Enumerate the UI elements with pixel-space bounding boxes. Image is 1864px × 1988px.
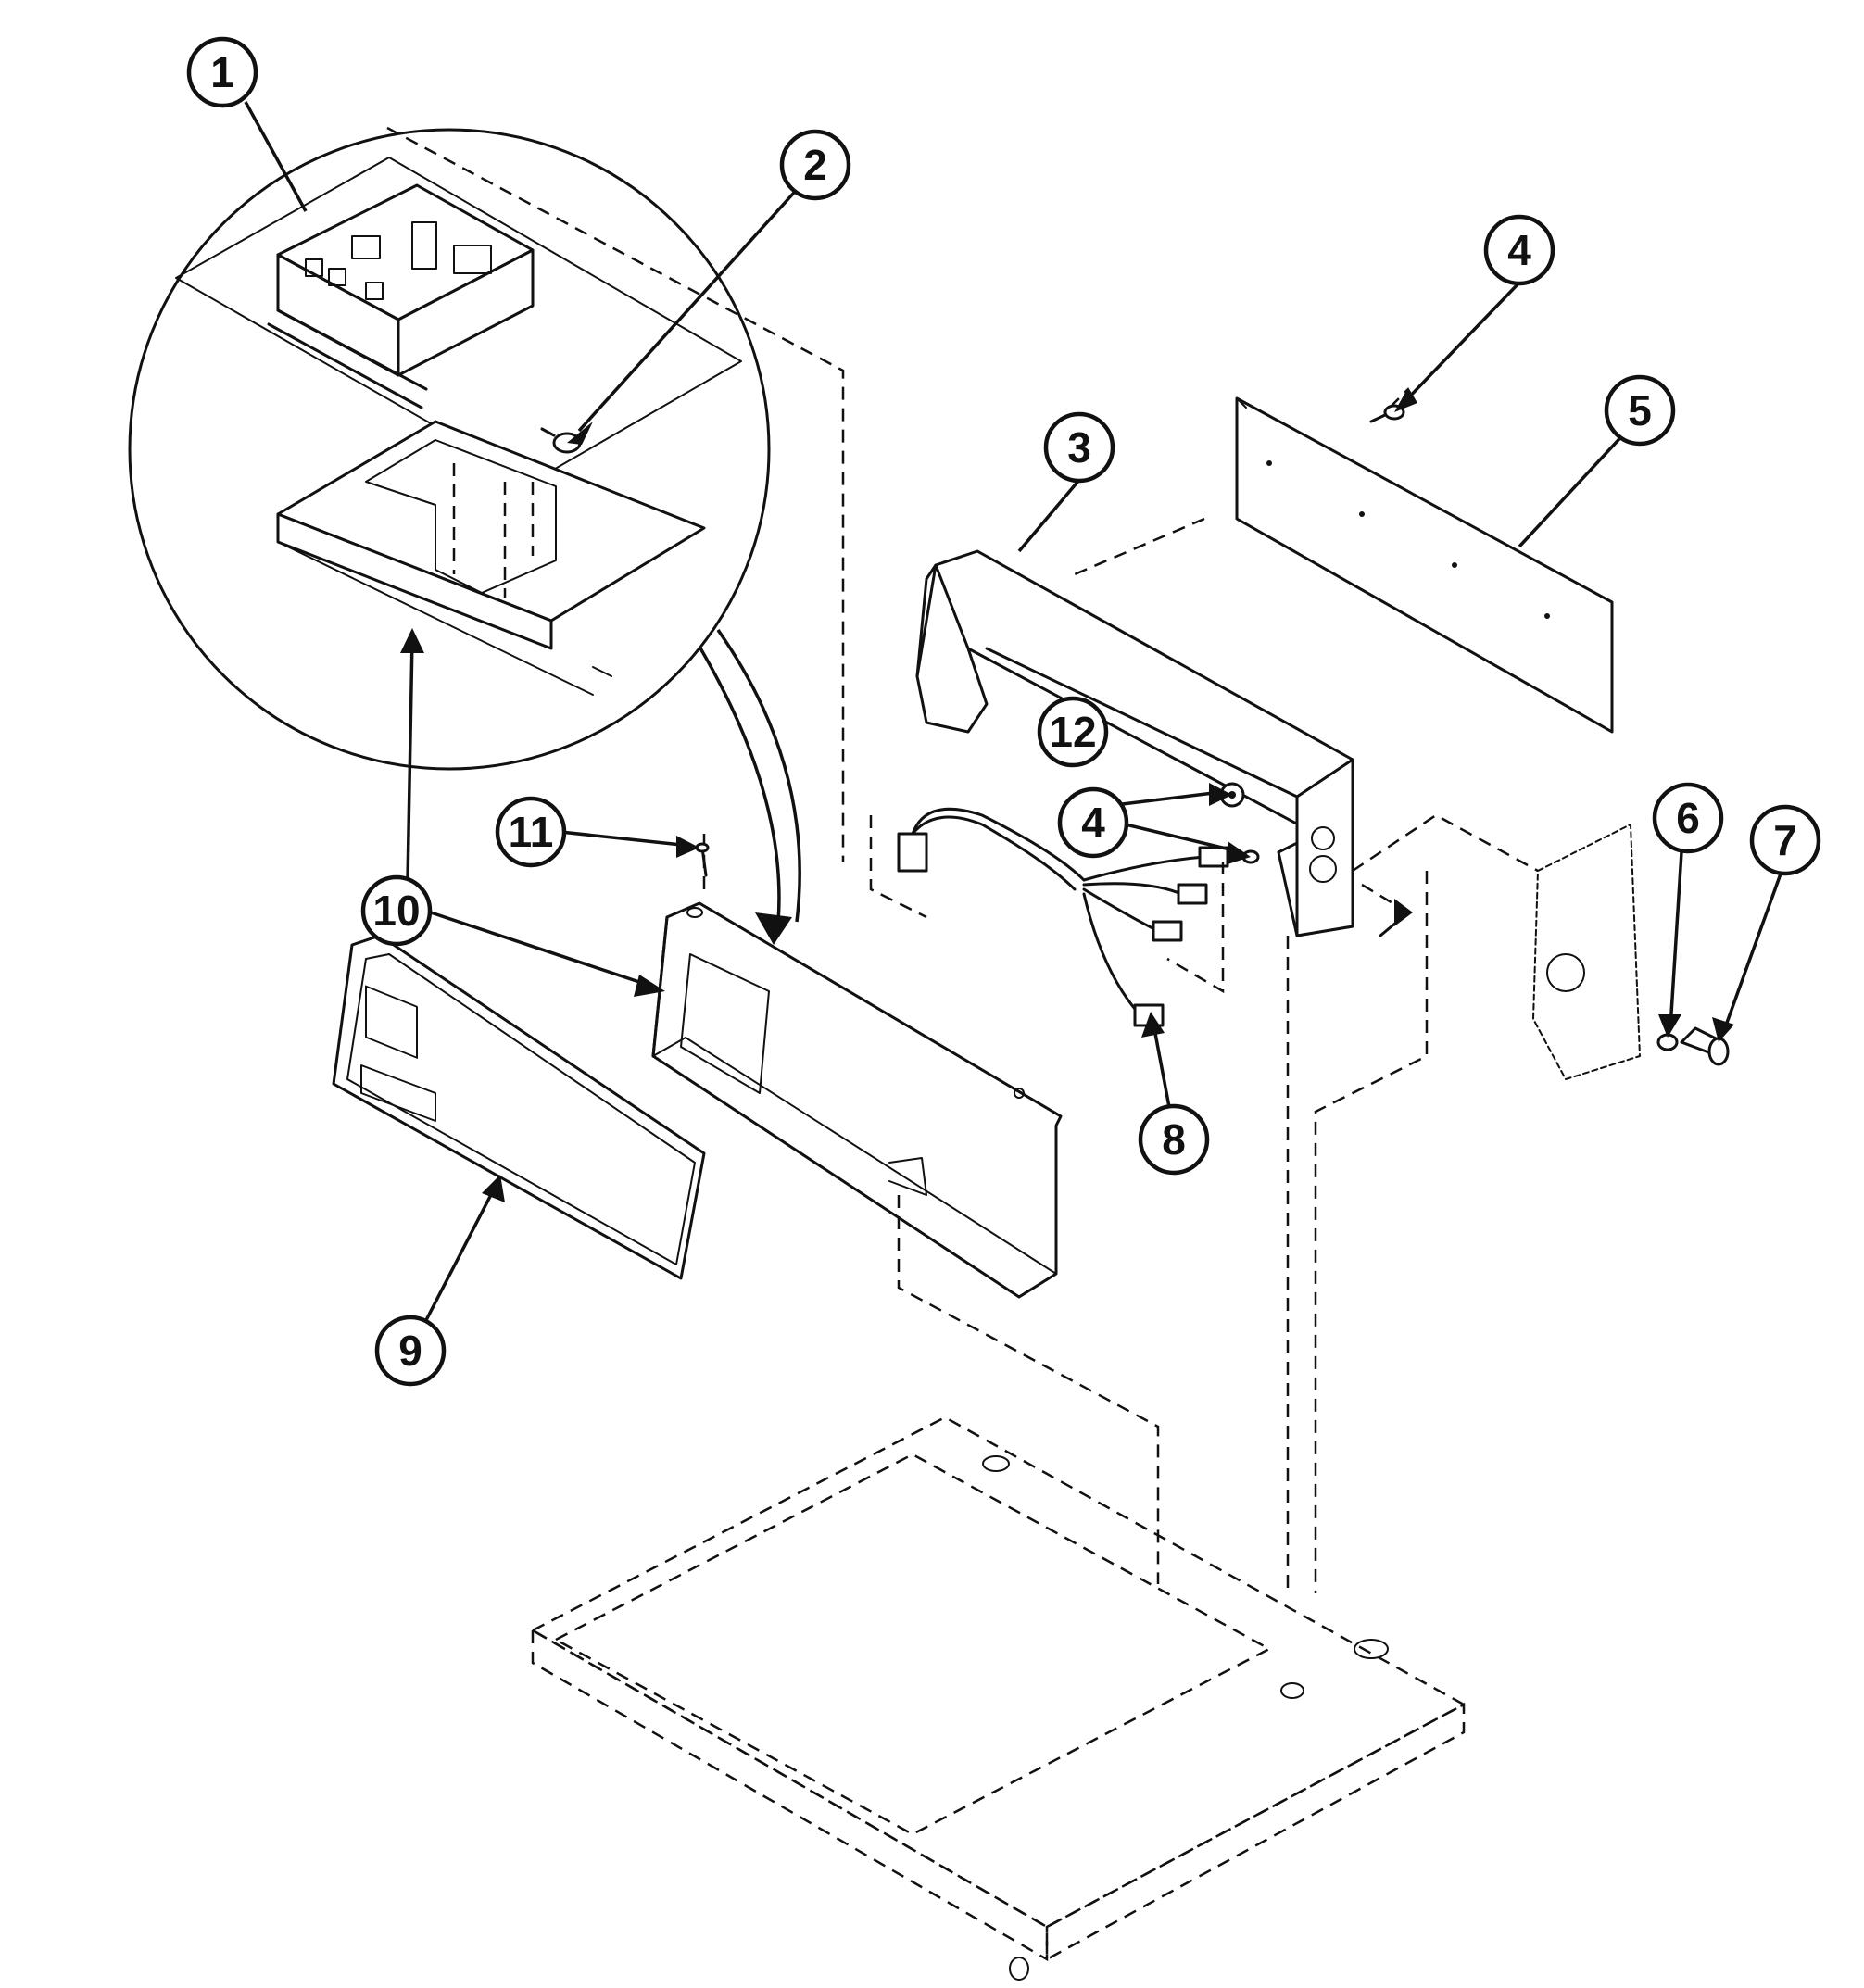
svg-text:11: 11 <box>509 808 554 856</box>
leader-lines <box>244 101 1785 1321</box>
svg-text:10: 10 <box>372 887 420 935</box>
cabinet-base-outline <box>530 1416 1467 1981</box>
callout-6: 6 <box>1652 782 1724 854</box>
svg-text:4: 4 <box>1081 799 1105 847</box>
callout-11: 11 <box>495 796 567 868</box>
callout-4-top: 4 <box>1483 214 1555 286</box>
callout-1: 1 <box>186 36 258 108</box>
callout-9: 9 <box>374 1315 447 1387</box>
svg-text:12: 12 <box>1049 708 1096 756</box>
callout-4-lower: 4 <box>1057 786 1129 859</box>
callout-5: 5 <box>1604 374 1676 447</box>
rear-panel-part <box>1235 396 1614 734</box>
side-bracket-part <box>1532 824 1641 1080</box>
svg-text:3: 3 <box>1067 423 1091 472</box>
control-board-part <box>175 157 742 483</box>
callout-7: 7 <box>1749 804 1821 876</box>
screw-part <box>695 842 710 877</box>
console-panel-part <box>651 901 1063 1299</box>
rear-bracket-part <box>915 549 1354 937</box>
svg-text:8: 8 <box>1162 1115 1186 1164</box>
wire-harness-part <box>897 807 1229 1027</box>
callout-2: 2 <box>779 129 851 201</box>
svg-text:2: 2 <box>803 141 827 189</box>
svg-text:9: 9 <box>398 1327 422 1375</box>
svg-text:6: 6 <box>1676 794 1700 842</box>
svg-text:4: 4 <box>1507 226 1531 274</box>
callout-8: 8 <box>1138 1103 1210 1176</box>
svg-text:5: 5 <box>1628 386 1652 434</box>
svg-text:1: 1 <box>210 48 234 96</box>
console-bracket-detail <box>276 420 706 696</box>
svg-text:7: 7 <box>1773 816 1797 864</box>
callout-3: 3 <box>1043 411 1115 484</box>
detail-magnifier <box>128 126 845 862</box>
callout-10: 10 <box>360 874 433 947</box>
bolt-part <box>1680 1026 1730 1066</box>
callout-12: 12 <box>1037 696 1109 768</box>
